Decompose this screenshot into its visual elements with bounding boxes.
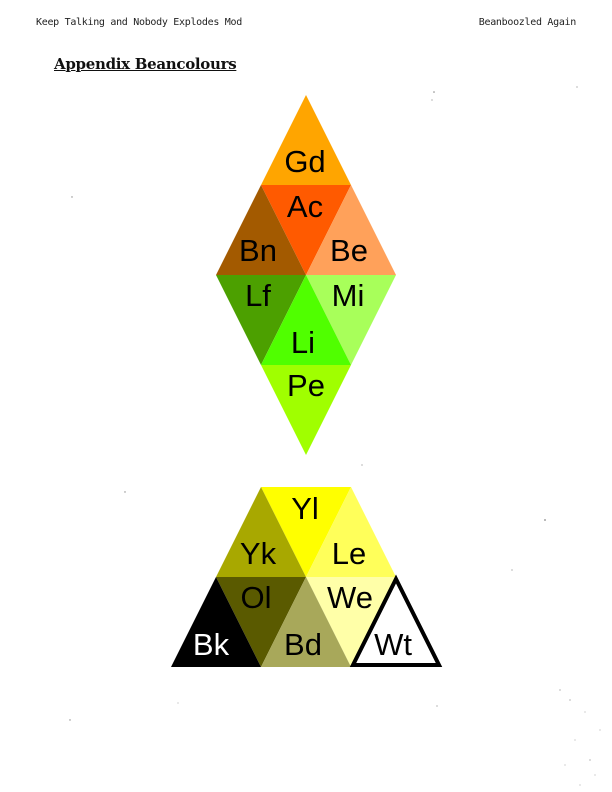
paper-texture [69, 86, 601, 786]
colour-cell-wt [349, 574, 443, 667]
colour-label-wt: Wt [374, 627, 412, 662]
diamond-group: Gd Ac Bn Be Lf Mi Li Pe [216, 95, 396, 455]
colour-label-mi: Mi [332, 278, 365, 313]
colour-label-pe: Pe [287, 368, 325, 403]
colour-cell-bk [171, 577, 261, 667]
colour-label-be: Be [330, 233, 368, 268]
colour-cell-mi [306, 275, 396, 365]
colour-cell-ac [261, 185, 351, 275]
colour-cell-ol [216, 577, 306, 667]
colour-cell-bd [261, 577, 351, 667]
colour-cell-li [261, 275, 351, 365]
pyramid-group: Yl Yk Le Ol We Bk Bd Wt [171, 487, 443, 667]
colour-cell-be [306, 185, 396, 275]
colour-label-gd: Gd [284, 144, 325, 179]
colour-label-li: Li [291, 325, 315, 360]
colour-label-le: Le [332, 536, 366, 571]
colour-cell-pe [261, 365, 351, 455]
colour-cell-yl [261, 487, 351, 577]
colour-label-we: We [327, 580, 373, 615]
colour-label-bk: Bk [193, 627, 230, 662]
colour-cell-lf [216, 275, 306, 365]
colour-label-lf: Lf [245, 278, 271, 313]
colour-cell-we [306, 577, 396, 667]
colour-cell-bn [216, 185, 306, 275]
header-module-title: Keep Talking and Nobody Explodes Mod [36, 17, 242, 28]
colour-cell-gd [261, 95, 351, 185]
colour-label-yl: Yl [291, 491, 319, 526]
colour-label-ac: Ac [287, 189, 323, 224]
colour-cell-yk [216, 487, 306, 577]
colour-label-ol: Ol [241, 580, 272, 615]
colour-label-yk: Yk [240, 536, 277, 571]
colour-label-bn: Bn [239, 233, 277, 268]
colour-cell-le [306, 487, 396, 577]
page-title: Appendix Beancolours [54, 55, 237, 73]
colour-label-bd: Bd [284, 627, 322, 662]
header-module-name: Beanboozled Again [478, 17, 577, 28]
